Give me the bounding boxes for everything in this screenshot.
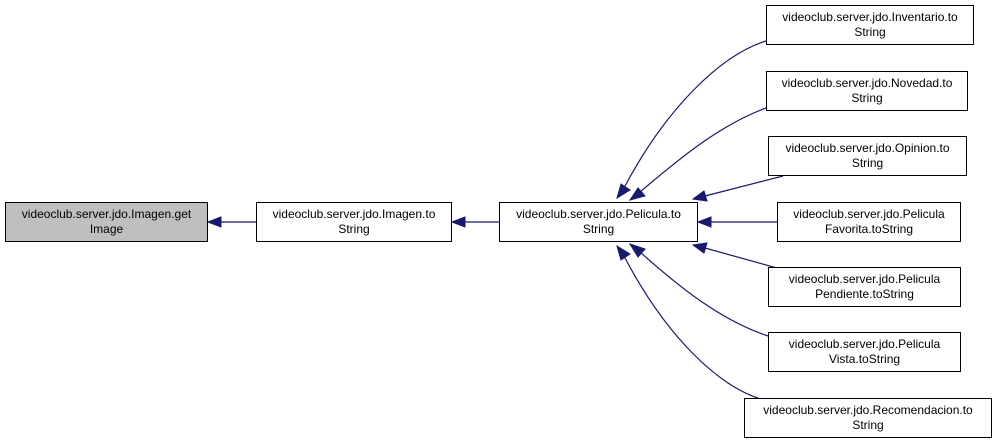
node-inventario-tostring[interactable]: videoclub.server.jdo.Inventario.to Strin…	[766, 5, 974, 45]
node-imagen-tostring-line2: String	[338, 222, 370, 236]
node-opinion-tostring-line1: videoclub.server.jdo.Opinion.to	[785, 141, 950, 155]
edge-pelicula-tostring-to-imagen-tostring	[450, 216, 499, 228]
node-opinion-tostring-line2: String	[851, 156, 884, 170]
node-pelicula-pendiente-tostring[interactable]: videoclub.server.jdo.Pelicula Pendiente.…	[768, 267, 961, 307]
node-imagen-get-image-line1: videoclub.server.jdo.Imagen.get	[21, 207, 192, 221]
node-recomendacion-tostring[interactable]: videoclub.server.jdo.Recomendacion.to St…	[744, 398, 992, 438]
node-pelicula-vista-tostring-line2: Vista.toString	[828, 352, 901, 366]
node-imagen-get-image-line2: Image	[89, 222, 124, 236]
node-pelicula-pendiente-tostring-line2: Pendiente.toString	[815, 287, 914, 301]
node-imagen-tostring-line1: videoclub.server.jdo.Imagen.to	[272, 207, 436, 221]
node-pelicula-tostring[interactable]: videoclub.server.jdo.Pelicula.to String	[499, 202, 698, 242]
edge-pendiente-to-pelicula-tostring	[691, 242, 778, 269]
edge-inventario-to-pelicula-tostring	[616, 40, 767, 200]
node-recomendacion-tostring-line2: String	[852, 418, 884, 432]
edge-imagen-tostring-to-get-image	[206, 216, 256, 228]
node-imagen-tostring[interactable]: videoclub.server.jdo.Imagen.to String	[256, 202, 452, 242]
node-pelicula-vista-tostring[interactable]: videoclub.server.jdo.Pelicula Vista.toSt…	[768, 332, 961, 372]
node-pelicula-favorita-tostring-line1: videoclub.server.jdo.Pelicula	[793, 207, 945, 221]
edge-opinion-to-pelicula-tostring	[691, 175, 784, 202]
node-recomendacion-tostring-line1: videoclub.server.jdo.Recomendacion.to	[763, 403, 973, 417]
edge-novedad-to-pelicula-tostring	[628, 107, 767, 201]
node-pelicula-vista-tostring-line1: videoclub.server.jdo.Pelicula	[788, 337, 941, 351]
node-inventario-tostring-line2: String	[854, 25, 886, 39]
node-imagen-get-image[interactable]: videoclub.server.jdo.Imagen.get Image	[5, 202, 208, 242]
node-pelicula-pendiente-tostring-line1: videoclub.server.jdo.Pelicula	[788, 272, 941, 286]
node-novedad-tostring[interactable]: videoclub.server.jdo.Novedad.to String	[766, 71, 968, 111]
node-novedad-tostring-line1: videoclub.server.jdo.Novedad.to	[781, 76, 953, 90]
edge-favorita-to-pelicula-tostring	[696, 216, 777, 228]
node-opinion-tostring[interactable]: videoclub.server.jdo.Opinion.to String	[768, 136, 967, 176]
node-inventario-tostring-line1: videoclub.server.jdo.Inventario.to	[782, 10, 958, 24]
node-pelicula-tostring-line2: String	[582, 222, 615, 236]
edge-vista-to-pelicula-tostring	[628, 243, 769, 337]
node-pelicula-tostring-line1: videoclub.server.jdo.Pelicula.to	[516, 207, 681, 221]
node-novedad-tostring-line2: String	[851, 91, 883, 105]
edge-recomendacion-to-pelicula-tostring	[616, 244, 769, 402]
node-pelicula-favorita-tostring-line2: Favorita.toString	[824, 222, 914, 236]
node-pelicula-favorita-tostring[interactable]: videoclub.server.jdo.Pelicula Favorita.t…	[777, 202, 961, 242]
